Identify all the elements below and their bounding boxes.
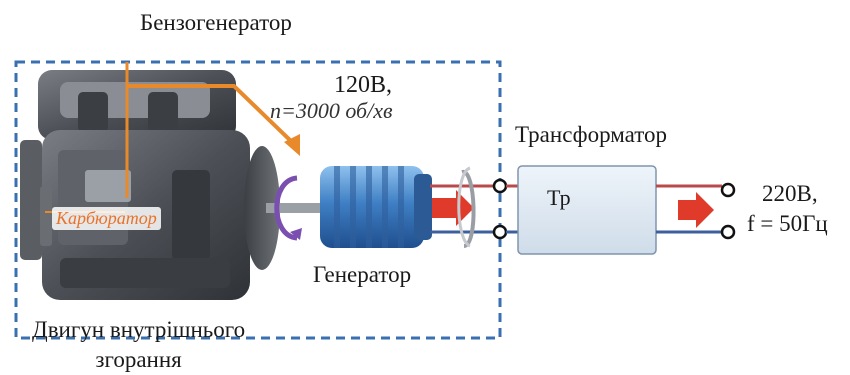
input-voltage-label: 120В,	[333, 72, 392, 98]
terminal-in-bottom	[492, 224, 508, 240]
drive-shaft	[266, 203, 324, 213]
rotation-speed-label: n=3000 об/хв	[270, 98, 393, 123]
diagram-title: Бензогенератор	[140, 10, 292, 35]
engine-flywheel	[244, 146, 280, 270]
transformer-symbol: Тр	[547, 185, 571, 210]
shaft-rotation-arrow	[274, 175, 298, 241]
terminal-out-top	[720, 182, 736, 198]
power-flow-arrow-1	[432, 190, 474, 226]
terminal-out-bottom	[720, 224, 736, 240]
output-voltage-label: 220В,	[762, 181, 818, 206]
power-flow-arrow-2	[678, 192, 714, 228]
transformer-label: Трансформатор	[515, 122, 667, 147]
transformer-box	[517, 165, 657, 255]
engine-label-line1: Двигун внутрішнього	[32, 317, 246, 342]
engine-label: Двигун внутрішнього згорання	[32, 315, 245, 375]
generator-label: Генератор	[313, 262, 412, 287]
terminal-in-top	[492, 178, 508, 194]
output-frequency-label: f = 50Гц	[747, 211, 828, 236]
engine-label-line2: згорання	[95, 347, 182, 372]
carburetor-label: Карбюратор	[52, 207, 161, 230]
engine-body	[20, 70, 250, 300]
generator-unit	[320, 166, 432, 248]
speed-pointer-line	[128, 84, 296, 146]
generator-boundary-frame	[14, 60, 502, 340]
